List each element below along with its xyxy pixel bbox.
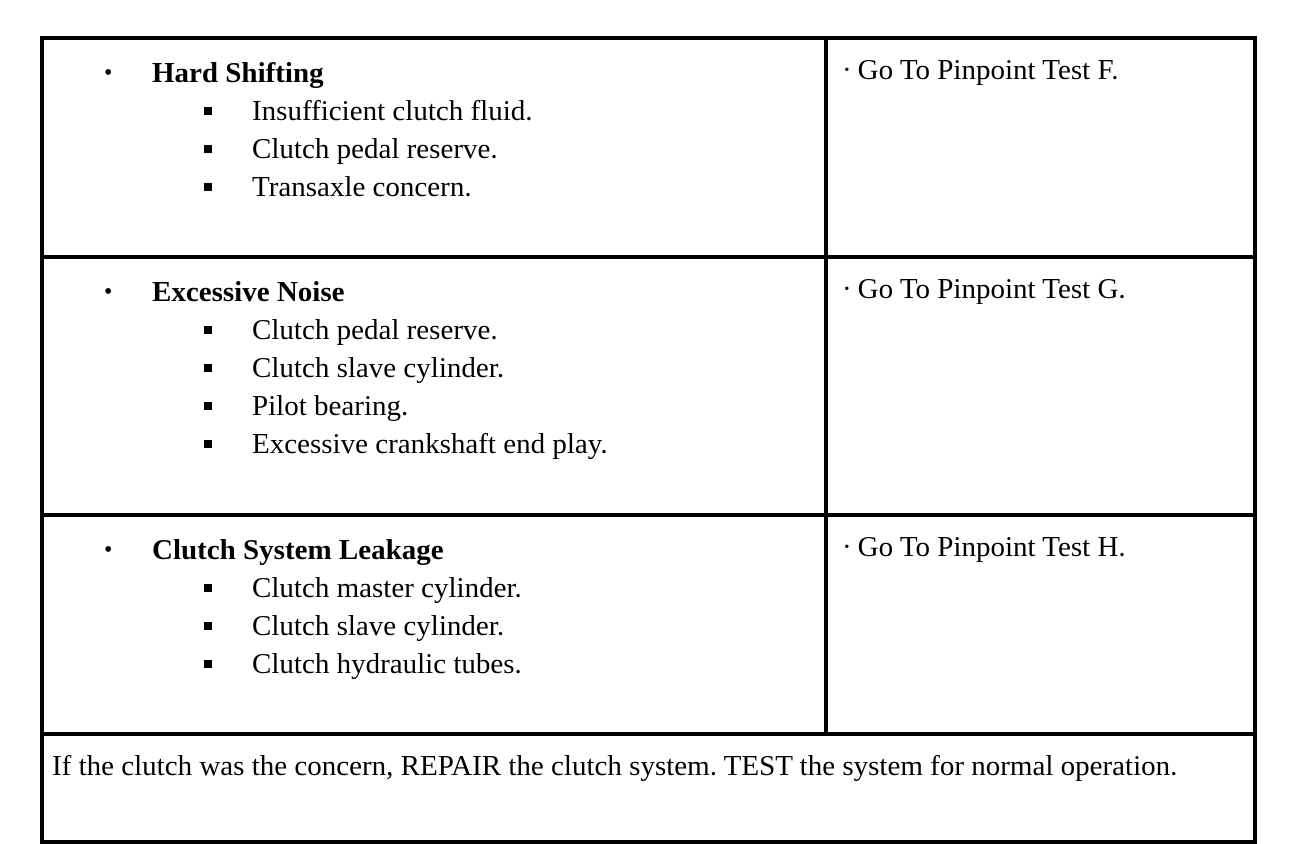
- action-text: Go To Pinpoint Test G.: [857, 273, 1126, 305]
- symptom-title: Excessive Noise: [152, 276, 345, 308]
- cause-text: Clutch slave cylinder.: [252, 352, 505, 384]
- table-row: • Excessive Noise Clutch pedal reserve. …: [40, 255, 1257, 517]
- list-item: Insufficient clutch fluid.: [44, 92, 824, 130]
- cause-text: Clutch pedal reserve.: [252, 133, 498, 165]
- symptom-header: • Hard Shifting: [44, 54, 824, 92]
- footer-note: If the clutch was the concern, REPAIR th…: [40, 732, 1257, 844]
- action-text: Go To Pinpoint Test F.: [857, 54, 1119, 86]
- bullet-icon: •: [104, 537, 113, 563]
- square-bullet-icon: [44, 311, 252, 349]
- cause-list: Insufficient clutch fluid. Clutch pedal …: [44, 92, 824, 206]
- symptom-cell: • Clutch System Leakage Clutch master cy…: [40, 513, 828, 736]
- list-item: Transaxle concern.: [44, 168, 824, 206]
- table-row: • Clutch System Leakage Clutch master cy…: [40, 513, 1257, 736]
- dot-bullet-icon: ·: [842, 531, 852, 563]
- cause-list: Clutch pedal reserve. Clutch slave cylin…: [44, 311, 824, 463]
- cause-text: Excessive crankshaft end play.: [252, 428, 608, 460]
- cause-text: Clutch pedal reserve.: [252, 314, 498, 346]
- square-bullet-icon: [44, 645, 252, 683]
- table-row: • Hard Shifting Insufficient clutch flui…: [40, 36, 1257, 259]
- square-bullet-icon: [44, 607, 252, 645]
- list-item: Clutch hydraulic tubes.: [44, 645, 824, 683]
- dot-bullet-icon: ·: [842, 273, 852, 305]
- cause-text: Insufficient clutch fluid.: [252, 95, 533, 127]
- bullet-icon: •: [104, 60, 113, 86]
- square-bullet-icon: [44, 349, 252, 387]
- list-item: Clutch slave cylinder.: [44, 607, 824, 645]
- list-item: Clutch slave cylinder.: [44, 349, 824, 387]
- cause-text: Transaxle concern.: [252, 171, 472, 203]
- list-item: Clutch pedal reserve.: [44, 130, 824, 168]
- action-cell: ·Go To Pinpoint Test G.: [824, 255, 1257, 517]
- symptom-cell: • Excessive Noise Clutch pedal reserve. …: [40, 255, 828, 517]
- list-item: Clutch master cylinder.: [44, 569, 824, 607]
- square-bullet-icon: [44, 168, 252, 206]
- square-bullet-icon: [44, 92, 252, 130]
- bullet-icon: •: [104, 279, 113, 305]
- list-item: Pilot bearing.: [44, 387, 824, 425]
- cause-text: Pilot bearing.: [252, 390, 409, 422]
- diagnosis-table: • Hard Shifting Insufficient clutch flui…: [40, 36, 1257, 844]
- square-bullet-icon: [44, 569, 252, 607]
- list-item: Clutch pedal reserve.: [44, 311, 824, 349]
- square-bullet-icon: [44, 387, 252, 425]
- action-cell: ·Go To Pinpoint Test F.: [824, 36, 1257, 259]
- list-item: Excessive crankshaft end play.: [44, 425, 824, 463]
- footer-row: If the clutch was the concern, REPAIR th…: [40, 732, 1257, 844]
- action-cell: ·Go To Pinpoint Test H.: [824, 513, 1257, 736]
- symptom-header: • Excessive Noise: [44, 273, 824, 311]
- action-text: Go To Pinpoint Test H.: [857, 531, 1126, 563]
- cause-text: Clutch master cylinder.: [252, 572, 522, 604]
- dot-bullet-icon: ·: [842, 54, 852, 86]
- symptom-header: • Clutch System Leakage: [44, 531, 824, 569]
- symptom-title: Hard Shifting: [152, 57, 324, 89]
- cause-list: Clutch master cylinder. Clutch slave cyl…: [44, 569, 824, 683]
- square-bullet-icon: [44, 130, 252, 168]
- cause-text: Clutch slave cylinder.: [252, 610, 505, 642]
- symptom-cell: • Hard Shifting Insufficient clutch flui…: [40, 36, 828, 259]
- symptom-block: • Hard Shifting Insufficient clutch flui…: [44, 40, 824, 206]
- symptom-title: Clutch System Leakage: [152, 534, 444, 566]
- symptom-block: • Clutch System Leakage Clutch master cy…: [44, 517, 824, 683]
- cause-text: Clutch hydraulic tubes.: [252, 648, 522, 680]
- symptom-block: • Excessive Noise Clutch pedal reserve. …: [44, 259, 824, 463]
- square-bullet-icon: [44, 425, 252, 463]
